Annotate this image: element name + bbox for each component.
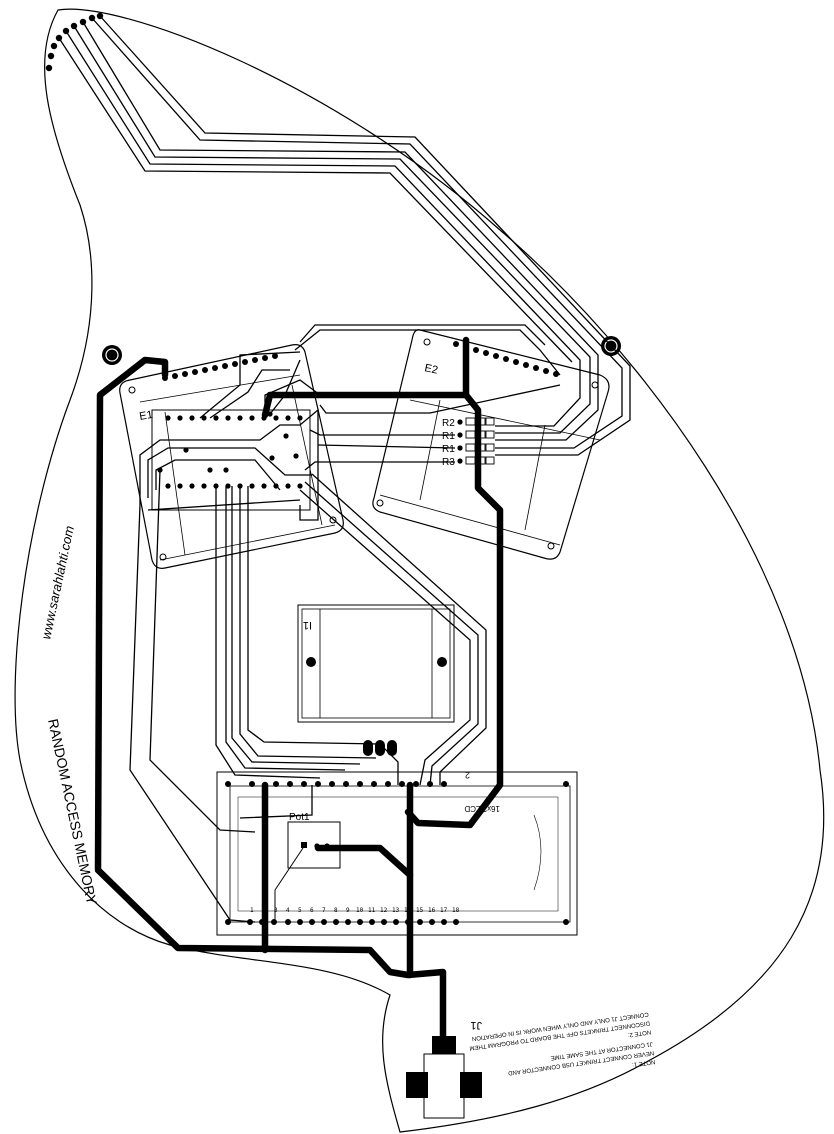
ic-i1: I1 bbox=[297, 604, 455, 723]
ic-label: I1 bbox=[303, 619, 312, 631]
r2-label: R2 bbox=[442, 418, 455, 429]
svg-text:2: 2 bbox=[262, 907, 266, 914]
power-traces bbox=[94, 336, 504, 1049]
svg-text:NOTE 1:: NOTE 1: bbox=[631, 1058, 655, 1067]
svg-text:10: 10 bbox=[356, 907, 364, 914]
svg-text:1: 1 bbox=[250, 907, 254, 914]
svg-text:11: 11 bbox=[368, 907, 376, 914]
svg-text:17: 17 bbox=[440, 907, 448, 914]
mount-hole-left bbox=[102, 345, 122, 365]
pot-label: Pot1 bbox=[289, 812, 310, 823]
r1-label-b: R1 bbox=[442, 444, 455, 455]
lcd-pin-numbers: 1 2 3 4 5 6 7 8 9 10 11 12 13 14 15 16 1… bbox=[250, 907, 460, 914]
svg-text:3: 3 bbox=[274, 907, 278, 914]
svg-text:13: 13 bbox=[392, 907, 400, 914]
encoder-board-e2: E2 bbox=[372, 329, 610, 560]
svg-text:12: 12 bbox=[380, 907, 388, 914]
lcd-traces bbox=[129, 469, 487, 923]
svg-text:14: 14 bbox=[404, 907, 412, 914]
board-outline bbox=[14, 8, 825, 1133]
jumper-pads bbox=[363, 740, 397, 756]
svg-text:9: 9 bbox=[346, 907, 350, 914]
trinket-traces bbox=[139, 324, 561, 521]
lcd-ref: 2 bbox=[465, 770, 470, 780]
svg-text:5: 5 bbox=[298, 907, 302, 914]
svg-text:8: 8 bbox=[334, 907, 338, 914]
upper-traces bbox=[58, 15, 631, 456]
potentiometer: Pot1 bbox=[274, 812, 341, 922]
e1-label: E1 bbox=[138, 409, 153, 423]
e2-label: E2 bbox=[423, 362, 439, 377]
connector-j1: J1 bbox=[406, 1019, 482, 1119]
svg-text:16: 16 bbox=[428, 907, 436, 914]
svg-text:18: 18 bbox=[452, 907, 460, 914]
svg-text:4: 4 bbox=[286, 907, 290, 914]
svg-text:NOTE 2:: NOTE 2: bbox=[627, 1028, 651, 1037]
j1-label: J1 bbox=[470, 1019, 482, 1031]
lcd-display: 1 2 3 4 5 6 7 8 9 10 11 12 13 14 15 16 1… bbox=[216, 770, 578, 936]
svg-text:15: 15 bbox=[416, 907, 424, 914]
website-text: www.sarahlahti.com bbox=[38, 524, 77, 640]
svg-text:6: 6 bbox=[310, 907, 314, 914]
r1-label-a: R1 bbox=[442, 431, 455, 442]
lcd-label: 16x2 LCD bbox=[464, 804, 500, 813]
notes-block: NOTE 1: NEVER CONNECT TRINKET USB CONNEC… bbox=[469, 1010, 656, 1075]
svg-text:7: 7 bbox=[322, 907, 326, 914]
resistors: R2 R1 R1 R3 bbox=[442, 417, 495, 468]
